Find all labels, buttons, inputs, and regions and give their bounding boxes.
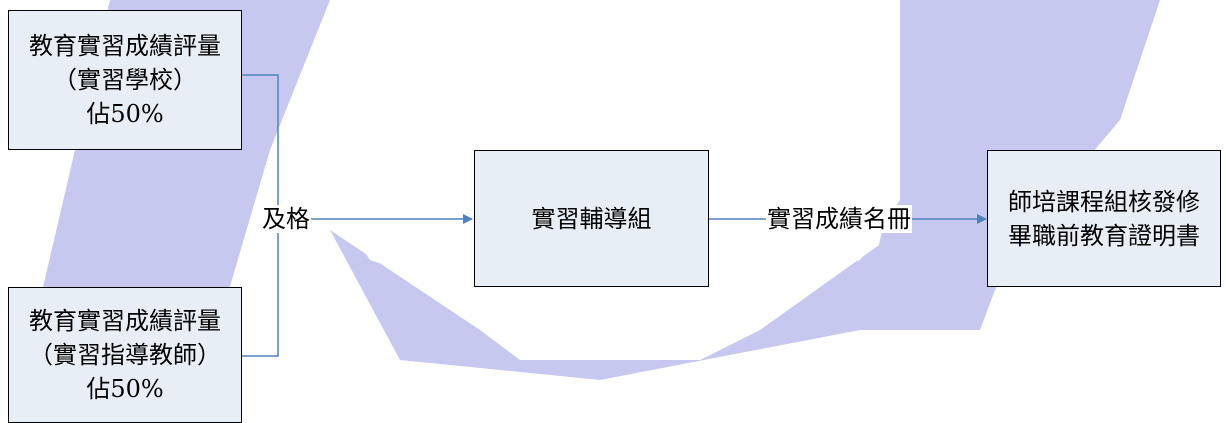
guidance-box-label: 實習輔導組 xyxy=(531,204,652,233)
guidance-section-box: 實習輔導組 xyxy=(474,150,709,287)
certificate-box-line1: 師培課程組核發修 xyxy=(1008,187,1200,216)
teacher-box-line2: （實習指導教師） xyxy=(29,341,221,369)
school-box-line2: （實習學校） xyxy=(53,66,197,94)
teacher-evaluation-box: 教育實習成績評量 （實習指導教師） 佔50% xyxy=(8,287,242,423)
certificate-issuance-box: 師培課程組核發修 畢職前教育證明書 xyxy=(987,150,1221,287)
certificate-box-line2: 畢職前教育證明書 xyxy=(1008,221,1200,250)
school-evaluation-box: 教育實習成績評量 （實習學校） 佔50% xyxy=(8,10,242,150)
school-box-line1: 教育實習成績評量 xyxy=(29,32,221,60)
pass-edge-label: 及格 xyxy=(261,205,311,233)
roster-edge-label: 實習成績名冊 xyxy=(766,205,912,233)
school-box-line3: 佔50% xyxy=(86,100,164,128)
teacher-box-line3: 佔50% xyxy=(86,375,164,403)
teacher-box-line1: 教育實習成績評量 xyxy=(29,307,221,335)
